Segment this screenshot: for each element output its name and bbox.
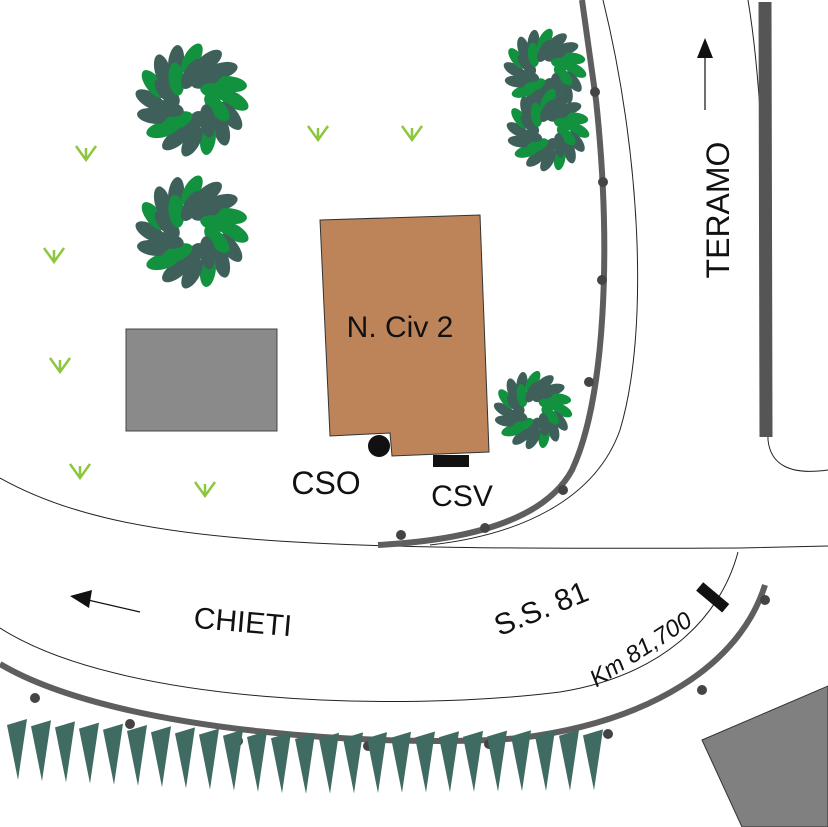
hedge-spike-icon — [127, 725, 147, 786]
hedge-spike-icon — [319, 732, 339, 794]
grass-icon — [193, 481, 217, 499]
barrier-post — [760, 595, 770, 605]
hedge-spike-icon — [535, 730, 555, 791]
csv-marker — [433, 455, 469, 467]
hedge-spike-icon — [391, 731, 411, 793]
barrier-posts — [30, 87, 770, 751]
hedge-spike-icon — [103, 723, 123, 785]
grass-icon — [42, 247, 66, 265]
hedge-spike-icon — [295, 733, 315, 794]
barrier-post — [480, 523, 490, 533]
grass-marks — [42, 125, 424, 499]
barrier-post — [603, 729, 613, 739]
road-barrier-right — [758, 1, 773, 438]
inner-road-edge — [0, 477, 828, 549]
barrier-post — [125, 719, 135, 729]
hedge-spike-icon — [175, 727, 195, 789]
hedge-spike-icon — [439, 731, 459, 793]
grass-icon — [400, 125, 424, 143]
km-label: Km 81,700 — [585, 606, 698, 692]
barrier-post — [396, 530, 406, 540]
side-road-edge — [429, 0, 639, 546]
hedge-spike-icon — [367, 732, 387, 794]
teramo-label: TERAMO — [700, 142, 736, 279]
barrier-post — [584, 377, 594, 387]
outer-road-edge — [0, 551, 739, 703]
hedge-spike-icon — [199, 728, 219, 790]
hedge-spike-icon — [31, 720, 51, 782]
hedge-spike-icon — [55, 721, 75, 783]
barrier-post — [558, 485, 568, 495]
road-barrier-bottom — [0, 584, 768, 744]
arrow-north — [697, 38, 713, 110]
hedge-spike-icon — [415, 731, 435, 793]
barrier-post — [598, 177, 608, 187]
hedge-spike-icon — [247, 731, 267, 792]
grass-icon — [68, 463, 92, 481]
arrow-up-icon — [697, 38, 713, 58]
hedge-spike-icon — [223, 729, 243, 791]
hedge-spike-icon — [271, 732, 291, 794]
grass-icon — [48, 357, 72, 375]
tree-icon — [506, 88, 590, 172]
tree-icon — [135, 43, 249, 157]
hedge-spike-icon — [487, 730, 507, 792]
km-marker-sign — [696, 582, 730, 613]
cso-label: CSO — [291, 465, 360, 501]
road-barrier-top — [377, 0, 608, 548]
grass-icon — [74, 145, 98, 163]
hedge-spike-icon — [511, 730, 531, 792]
trees — [135, 28, 590, 450]
tree-icon — [135, 175, 249, 289]
building-label: N. Civ 2 — [347, 311, 454, 344]
barrier-post — [590, 87, 600, 97]
cso-marker — [368, 435, 390, 457]
tree-icon — [493, 370, 573, 450]
hedge-spike-icon — [151, 726, 171, 788]
shed — [125, 328, 278, 432]
tree-icon — [503, 28, 587, 112]
chieti-label: CHIETI — [192, 602, 293, 643]
hedge-spike-icon — [7, 719, 27, 780]
building-n-civ-2 — [319, 214, 490, 457]
arrow-west — [70, 590, 141, 613]
barrier-post — [697, 685, 707, 695]
hedge-spike-icon — [463, 730, 483, 792]
hedge-spike-icon — [79, 722, 99, 784]
hedge-spike-icon — [559, 729, 579, 791]
barrier-post — [30, 693, 40, 703]
hedge-spike-icon — [343, 732, 363, 794]
grass-icon — [306, 125, 330, 143]
arrow-left-icon — [70, 590, 92, 608]
road-label: S.S. 81 — [490, 575, 594, 642]
hedge-spike-icon — [583, 729, 603, 791]
barrier-post — [597, 275, 607, 285]
neighbor-building — [701, 685, 828, 827]
hedge — [7, 719, 603, 794]
csv-label: CSV — [431, 480, 493, 513]
